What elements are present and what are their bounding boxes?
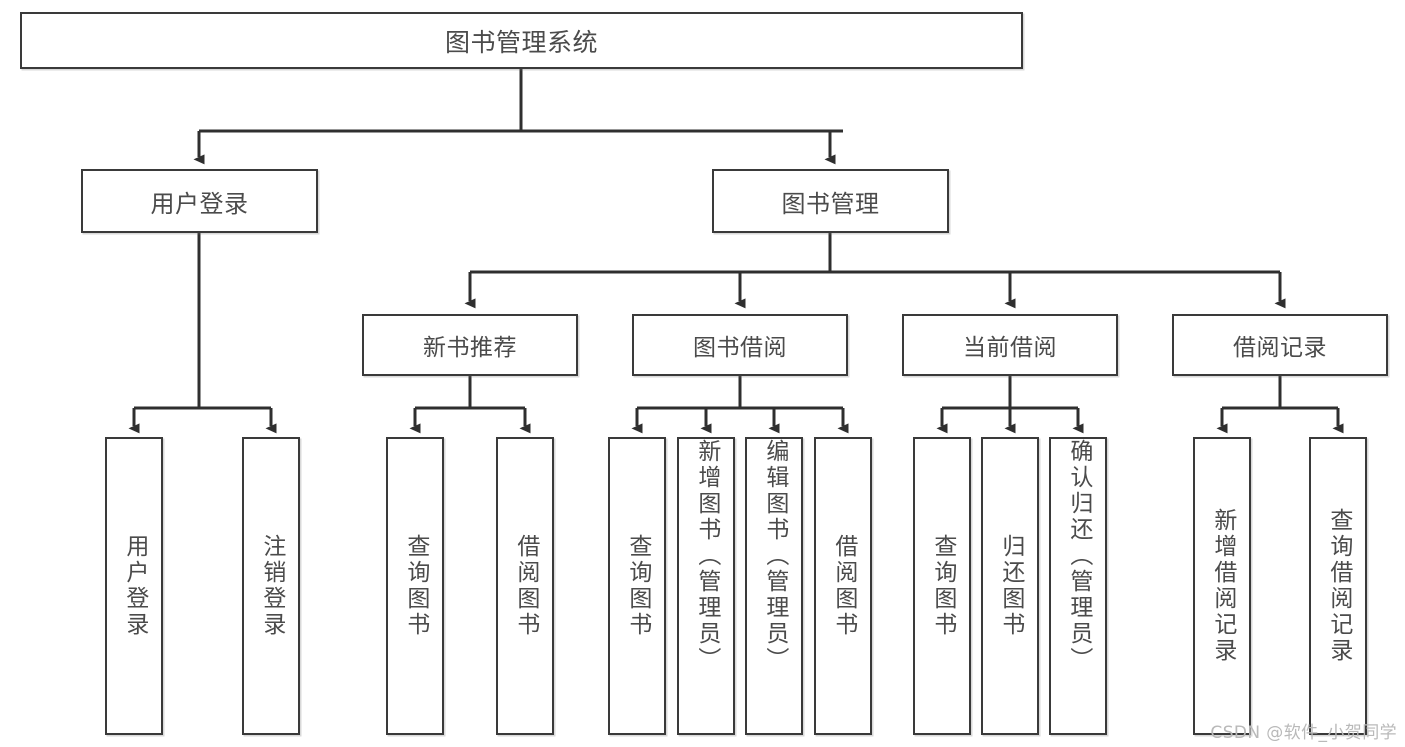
node-label: 用户登录 [150,189,249,218]
node-label: 查询借阅记录 [1325,508,1352,664]
node-label: 图书管理 [781,189,880,218]
node-label: 归还图书 [997,534,1024,638]
leaf-record-query-record[interactable]: 查询借阅记录 [1309,437,1367,735]
node-label: 查询图书 [624,534,651,638]
node-label: 编辑图书（管理员） [761,439,788,673]
leaf-user-login-login[interactable]: 用户登录 [105,437,163,735]
node-new-book-recommend[interactable]: 新书推荐 [362,314,578,376]
leaf-new-book-query[interactable]: 查询图书 [386,437,444,735]
leaf-new-book-borrow[interactable]: 借阅图书 [496,437,554,735]
leaf-current-return-book[interactable]: 归还图书 [981,437,1039,735]
node-current-borrow[interactable]: 当前借阅 [902,314,1118,376]
node-label: 借阅图书 [512,534,539,638]
node-borrow-record[interactable]: 借阅记录 [1172,314,1388,376]
node-label: 借阅记录 [1233,335,1327,361]
leaf-current-query-book[interactable]: 查询图书 [913,437,971,735]
leaf-record-add-record[interactable]: 新增借阅记录 [1193,437,1251,735]
node-user-login[interactable]: 用户登录 [81,169,318,233]
node-book-borrow[interactable]: 图书借阅 [632,314,848,376]
leaf-user-login-logout[interactable]: 注销登录 [242,437,300,735]
node-label: 图书管理系统 [444,27,598,57]
node-label: 注销登录 [258,534,285,638]
leaf-borrow-borrow-book[interactable]: 借阅图书 [814,437,872,735]
node-book-management[interactable]: 图书管理 [712,169,949,233]
node-label: 新增借阅记录 [1209,508,1236,664]
node-label: 确认归还（管理员） [1065,439,1092,673]
node-label: 借阅图书 [830,534,857,638]
node-label: 新增图书（管理员） [693,439,720,673]
node-label: 查询图书 [402,534,429,638]
node-label: 用户登录 [121,534,148,638]
node-label: 新书推荐 [423,335,517,361]
node-label: 图书借阅 [693,335,787,361]
leaf-borrow-edit-book[interactable]: 编辑图书（管理员） [745,437,803,735]
node-label: 当前借阅 [963,335,1057,361]
leaf-borrow-add-book[interactable]: 新增图书（管理员） [677,437,735,735]
node-label: 查询图书 [929,534,956,638]
leaf-borrow-query-book[interactable]: 查询图书 [608,437,666,735]
node-root-system[interactable]: 图书管理系统 [20,12,1023,69]
leaf-current-confirm-return[interactable]: 确认归还（管理员） [1049,437,1107,735]
watermark-text: CSDN @软件_小贺同学 [1210,723,1397,743]
